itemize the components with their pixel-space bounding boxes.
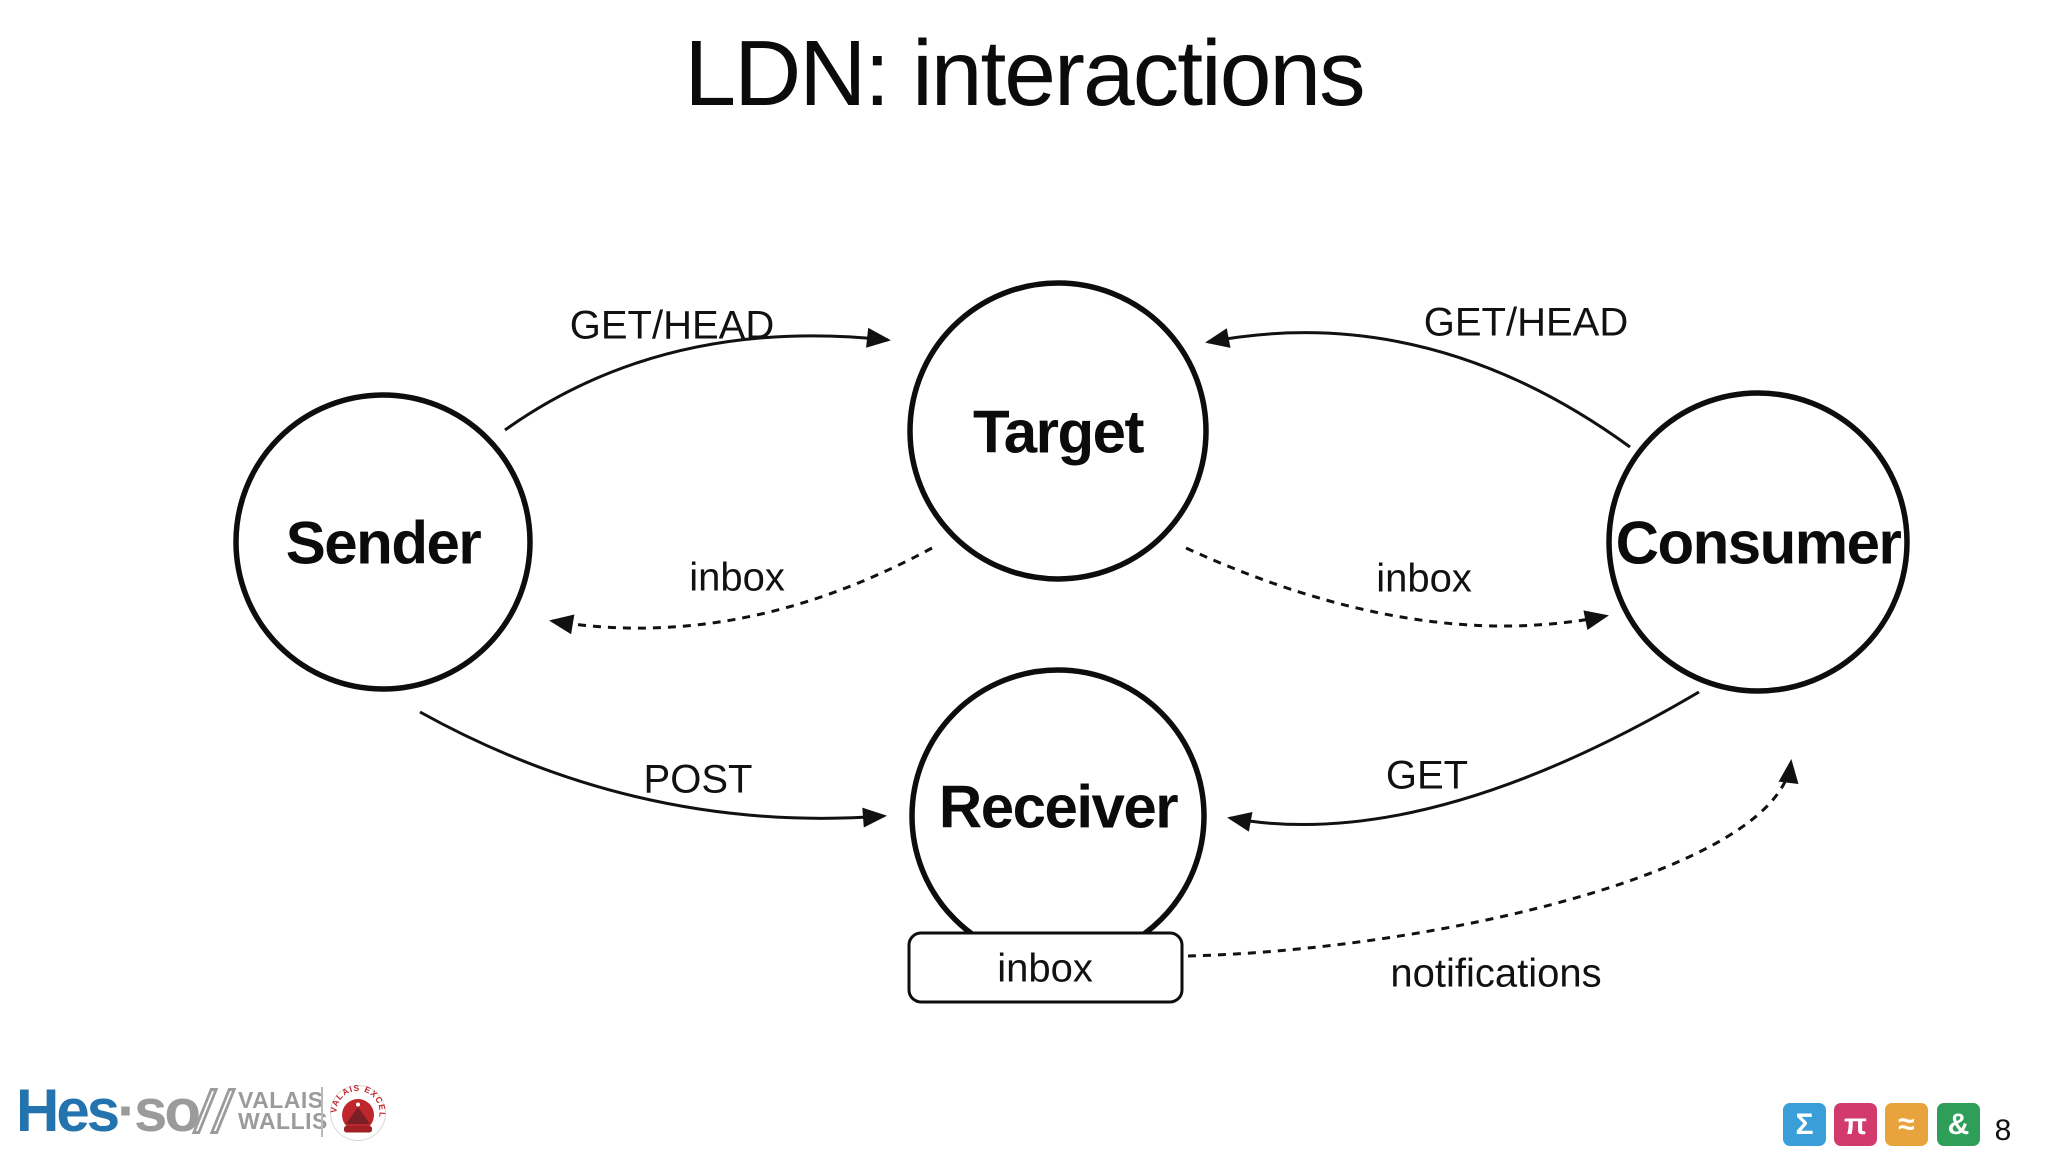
inbox-box <box>907 931 1184 1004</box>
logo-divider <box>321 1087 323 1137</box>
valais-excellence-badge-icon: VALAIS EXCELLENCE <box>329 1084 387 1141</box>
page-title: LDN: interactions <box>684 21 1365 125</box>
page-number: 8 <box>1994 1114 2012 1147</box>
edge-label-post: POST <box>643 757 753 802</box>
consumer-node <box>1606 390 1910 694</box>
receiver-label: Receiver <box>938 773 1179 841</box>
logo-text-so: ·so <box>117 1077 201 1144</box>
arrow-get-head-right <box>1205 328 1631 449</box>
edge-label-inbox-right: inbox <box>1376 556 1472 601</box>
arrow-post <box>419 710 887 828</box>
inbox-box-label: inbox <box>997 946 1093 991</box>
hesso-logo: Hes·so VALAIS WALLIS VALAIS EXCELLENCE <box>16 1077 416 1144</box>
approx-icon: ≈ <box>1885 1103 1928 1146</box>
edge-label-notifications: notifications <box>1390 951 1602 996</box>
edge-label-get-head-left: GET/HEAD <box>569 303 775 348</box>
arrow-get-head-left <box>504 327 891 432</box>
edge-label-get-head-right: GET/HEAD <box>1423 300 1629 345</box>
logo-wordmark: Hes·so <box>16 1076 201 1145</box>
target-label: Target <box>973 398 1144 466</box>
logo-text-hes: Hes <box>16 1077 120 1144</box>
target-node <box>907 280 1209 582</box>
wallis-line: WALLIS <box>238 1108 328 1134</box>
logo-slashes-icon <box>191 1088 239 1138</box>
valais-line: VALAIS <box>238 1087 324 1113</box>
arrow-notifications <box>1187 759 1799 958</box>
edge-label-get: GET <box>1385 753 1469 798</box>
sender-node <box>233 392 533 692</box>
edge-label-inbox-left: inbox <box>689 555 785 600</box>
arrow-inbox-right <box>1185 546 1609 630</box>
valais-wallis-text: VALAIS WALLIS <box>238 1087 328 1134</box>
consumer-label: Consumer <box>1615 509 1902 577</box>
ampersand-icon: & <box>1937 1103 1980 1146</box>
pi-icon: π <box>1834 1103 1877 1146</box>
sigma-icon: Σ <box>1783 1103 1826 1146</box>
arrow-get <box>1227 690 1700 832</box>
sender-label: Sender <box>285 509 482 577</box>
